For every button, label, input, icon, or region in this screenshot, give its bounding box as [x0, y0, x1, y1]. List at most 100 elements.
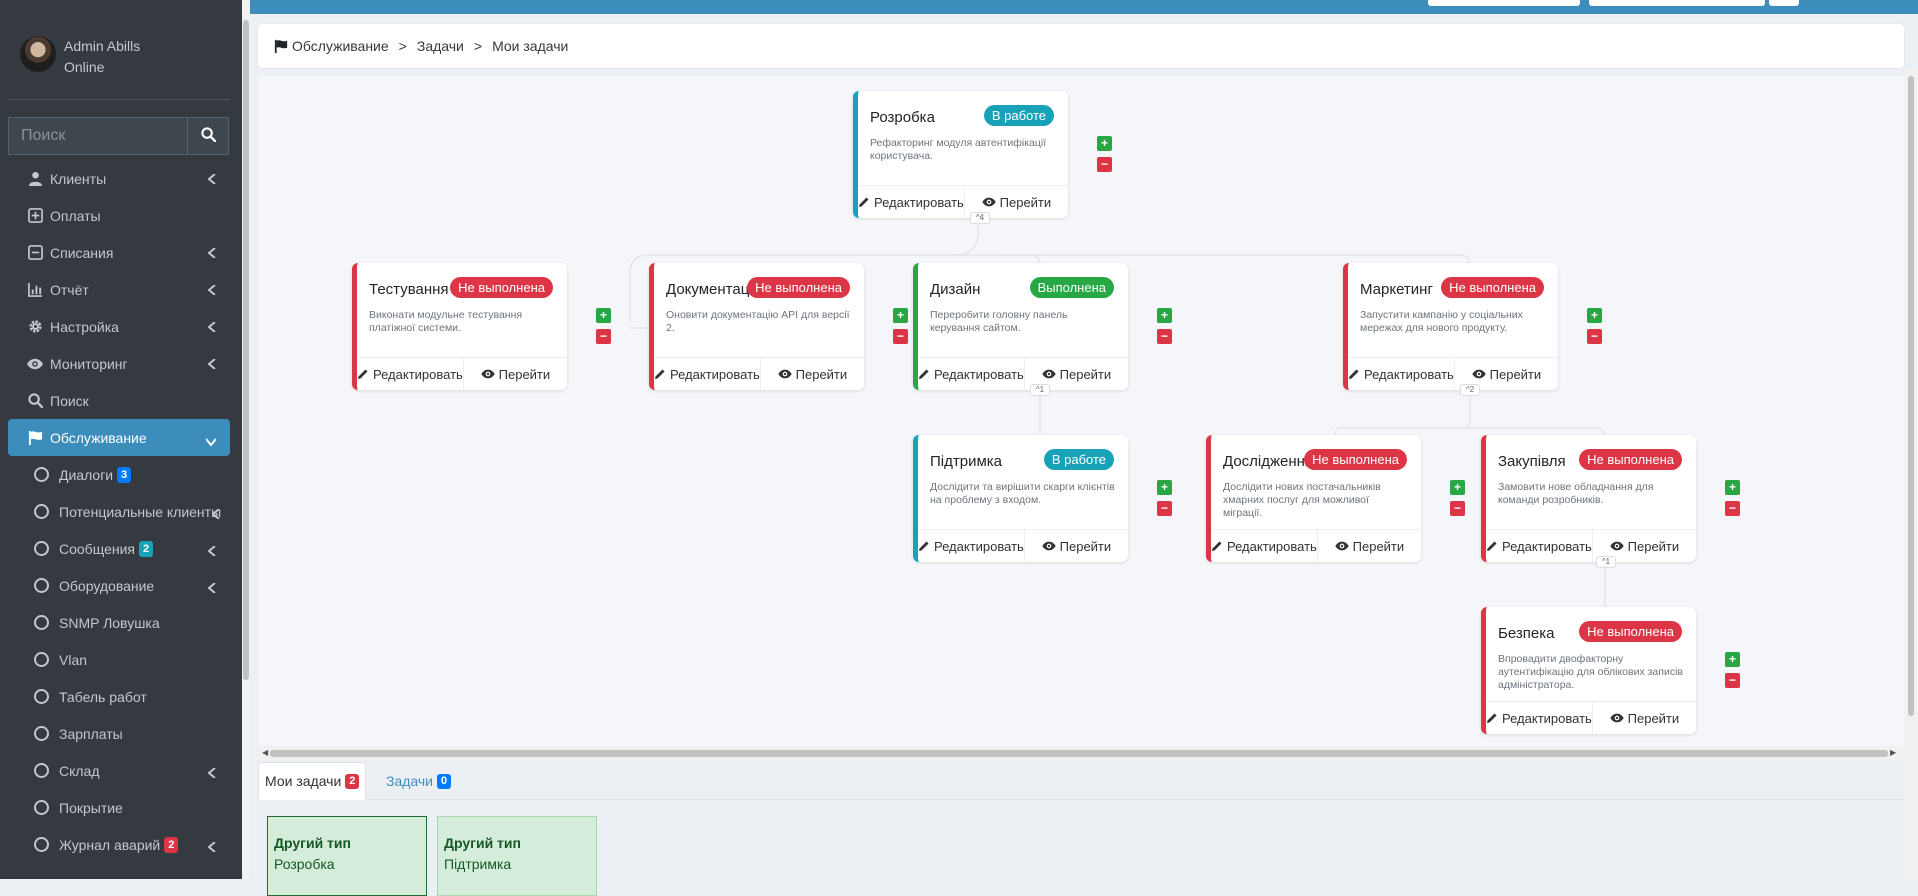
remove-task-button[interactable]: −	[1725, 673, 1740, 688]
sidebar-item-label: Склад	[59, 762, 100, 779]
kanban-card[interactable]: Другий тип Підтримка	[437, 816, 597, 896]
collapse-toggle[interactable]: ^1	[1596, 556, 1616, 568]
edit-button[interactable]: Редактировать	[1211, 530, 1317, 562]
collapse-toggle[interactable]: ^1	[1030, 384, 1050, 396]
add-subtask-button[interactable]: +	[1450, 480, 1465, 495]
sidebar-subitem-equipment[interactable]: Оборудование	[8, 567, 230, 604]
edit-button[interactable]: Редактировать	[1486, 530, 1592, 562]
remove-task-button[interactable]: −	[893, 329, 908, 344]
status-badge: В работе	[983, 105, 1054, 126]
go-button[interactable]: Перейти	[462, 358, 567, 390]
go-button[interactable]: Перейти	[1023, 530, 1128, 562]
remove-task-button[interactable]: −	[1725, 501, 1740, 516]
go-button[interactable]: Перейти	[963, 186, 1068, 218]
horizontal-scrollbar-thumb[interactable]	[270, 750, 1888, 757]
sidebar-subitem-salaries[interactable]: Зарплаты	[8, 715, 230, 752]
sidebar-scrollbar-thumb[interactable]	[243, 20, 249, 680]
kanban-card[interactable]: Другий тип Розробка	[267, 816, 427, 896]
navbar-widget[interactable]	[1428, 0, 1580, 6]
task-card[interactable]: Безпека Не выполнена Впровадити двофакто…	[1481, 607, 1696, 734]
remove-task-button[interactable]: −	[596, 329, 611, 344]
sidebar-item-label: Клиенты	[50, 170, 107, 187]
edit-button[interactable]: Редактировать	[357, 358, 463, 390]
edit-button[interactable]: Редактировать	[858, 186, 964, 218]
edit-button[interactable]: Редактировать	[918, 530, 1024, 562]
chevron-left-icon	[207, 319, 216, 335]
sidebar-subitem-messages[interactable]: Сообщения 2	[8, 530, 230, 567]
task-title: Підтримка	[930, 453, 1003, 470]
sidebar-item-search[interactable]: Поиск	[8, 382, 230, 419]
user-name[interactable]: Admin Abills	[64, 38, 141, 54]
edit-label: Редактировать	[670, 366, 760, 382]
go-button[interactable]: Перейти	[759, 358, 864, 390]
breadcrumb-tasks[interactable]: Задачи	[416, 38, 464, 54]
pencil-icon	[1486, 540, 1498, 552]
go-button[interactable]: Перейти	[1591, 530, 1696, 562]
add-subtask-button[interactable]: +	[1725, 480, 1740, 495]
scroll-left-arrow[interactable]: ◀	[262, 748, 269, 757]
go-button[interactable]: Перейти	[1591, 702, 1696, 734]
circle-icon	[34, 652, 49, 667]
remove-task-button[interactable]: −	[1450, 501, 1465, 516]
go-button[interactable]: Перейти	[1023, 358, 1128, 390]
user-panel: Admin Abills Online	[8, 18, 230, 100]
avatar[interactable]	[20, 36, 56, 72]
add-subtask-button[interactable]: +	[893, 308, 908, 323]
search-input[interactable]	[8, 117, 188, 155]
edit-button[interactable]: Редактировать	[1348, 358, 1454, 390]
sidebar-subitem-coverage[interactable]: Покрытие	[8, 789, 230, 826]
sidebar-item-clients[interactable]: Клиенты	[8, 160, 230, 197]
task-card[interactable]: Тестування Не выполнена Виконати модульн…	[352, 263, 567, 390]
navbar-search-field[interactable]	[1589, 0, 1765, 6]
go-label: Перейти	[498, 366, 551, 382]
sidebar-subitem-leads[interactable]: Потенциальные клиенты	[8, 493, 230, 530]
circle-icon	[34, 837, 49, 852]
task-card[interactable]: Маркетинг Не выполнена Запустити кампані…	[1343, 263, 1558, 390]
collapse-toggle[interactable]: ^4	[970, 212, 990, 224]
sidebar-item-maintenance[interactable]: Обслуживание	[8, 419, 230, 456]
go-button[interactable]: Перейти	[1316, 530, 1421, 562]
scroll-right-arrow[interactable]: ▶	[1890, 748, 1897, 757]
navbar-search-button[interactable]	[1769, 0, 1799, 6]
remove-task-button[interactable]: −	[1587, 329, 1602, 344]
task-card[interactable]: Дизайн Выполнена Переробити головну пане…	[913, 263, 1128, 390]
tab-tasks[interactable]: Задачи 0	[380, 762, 457, 800]
edit-button[interactable]: Редактировать	[918, 358, 1024, 390]
sidebar-subitem-snmp[interactable]: SNMP Ловушка	[8, 604, 230, 641]
add-subtask-button[interactable]: +	[1097, 136, 1112, 151]
chevron-left-icon	[207, 543, 216, 559]
sidebar-subitem-incidents[interactable]: Журнал аварий 2	[8, 826, 230, 863]
sidebar-item-payments[interactable]: Оплаты	[8, 197, 230, 234]
remove-task-button[interactable]: −	[1157, 329, 1172, 344]
sidebar-item-settings[interactable]: Настройка	[8, 308, 230, 345]
sidebar-subitem-dialogs[interactable]: Диалоги 3	[8, 456, 230, 493]
edit-button[interactable]: Редактировать	[654, 358, 760, 390]
add-subtask-button[interactable]: +	[1157, 480, 1172, 495]
sidebar-item-monitoring[interactable]: Мониторинг	[8, 345, 230, 382]
add-subtask-button[interactable]: +	[1157, 308, 1172, 323]
task-card[interactable]: Розробка В работе Рефакторинг модуля авт…	[853, 91, 1068, 218]
tab-my-tasks[interactable]: Мои задачи 2	[258, 762, 367, 800]
collapse-toggle[interactable]: ^2	[1460, 384, 1480, 396]
task-card[interactable]: Закупівля Не выполнена Замовити нове обл…	[1481, 435, 1696, 562]
add-subtask-button[interactable]: +	[1725, 652, 1740, 667]
sidebar-subitem-warehouse[interactable]: Склад	[8, 752, 230, 789]
add-subtask-button[interactable]: +	[1587, 308, 1602, 323]
add-subtask-button[interactable]: +	[596, 308, 611, 323]
task-card[interactable]: Підтримка В работе Дослідити та вирішити…	[913, 435, 1128, 562]
remove-task-button[interactable]: −	[1157, 501, 1172, 516]
task-description: Дослідити нових постачальників хмарних п…	[1223, 481, 1381, 519]
task-description: Впровадити двофакторну аутентифікацію дл…	[1498, 653, 1683, 691]
task-card[interactable]: Дослідження Не выполнена Дослідити нових…	[1206, 435, 1421, 562]
search-button[interactable]	[187, 117, 229, 155]
edit-button[interactable]: Редактировать	[1486, 702, 1592, 734]
breadcrumb-root[interactable]: Обслуживание	[292, 38, 389, 54]
remove-task-button[interactable]: −	[1097, 157, 1112, 172]
task-card[interactable]: Документація Не выполнена Оновити докуме…	[649, 263, 864, 390]
go-button[interactable]: Перейти	[1453, 358, 1558, 390]
sidebar-subitem-vlan[interactable]: Vlan	[8, 641, 230, 678]
main-scrollbar-thumb[interactable]	[1908, 76, 1914, 716]
sidebar-item-report[interactable]: Отчёт	[8, 271, 230, 308]
sidebar-item-writeoffs[interactable]: Списания	[8, 234, 230, 271]
sidebar-subitem-timesheet[interactable]: Табель работ	[8, 678, 230, 715]
